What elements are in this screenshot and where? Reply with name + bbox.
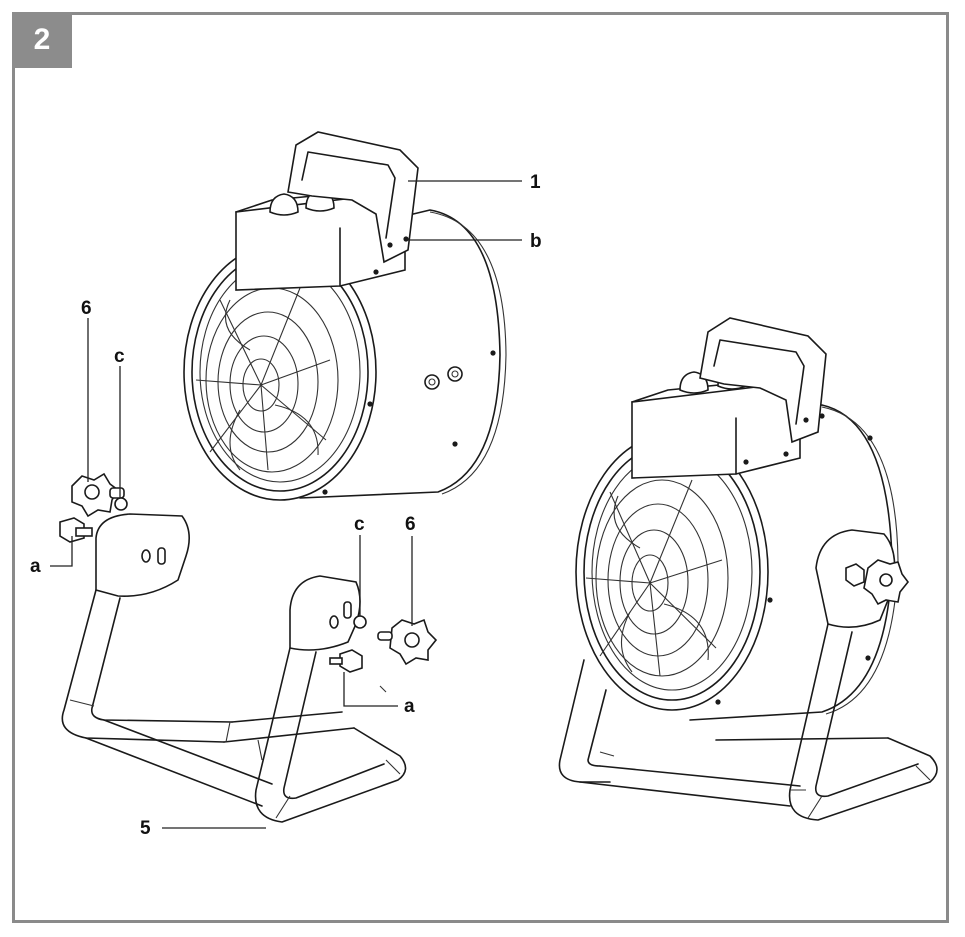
- figure-frame: [12, 12, 949, 923]
- bolt-icon: [329, 649, 363, 673]
- callout-spacer-left: c: [114, 346, 125, 367]
- motion-mark: [379, 685, 387, 693]
- callout-handle: 1: [530, 172, 541, 193]
- callout-stand: 5: [140, 818, 151, 839]
- callout-knob-right: 6: [405, 514, 416, 535]
- leader-line-a-left: [50, 536, 73, 567]
- bolt-icon: [59, 517, 93, 543]
- callout-bolt-left: a: [30, 556, 41, 577]
- callout-knob-left: 6: [81, 298, 92, 319]
- callout-bolt-right: a: [404, 696, 415, 717]
- leader-line-a-right: [343, 672, 398, 707]
- stand-frame-icon: [61, 513, 407, 823]
- heater-unit-assembled-icon: [558, 317, 938, 821]
- knob-icon: [71, 472, 125, 518]
- knob-icon: [377, 618, 438, 666]
- callout-spacer-right: c: [354, 514, 365, 535]
- heater-unit-exploded-icon: [183, 131, 507, 501]
- spacer-icon: [114, 497, 128, 511]
- callout-screw-b: b: [530, 231, 542, 252]
- figure-number-badge: 2: [12, 12, 72, 68]
- spacer-icon: [353, 615, 367, 629]
